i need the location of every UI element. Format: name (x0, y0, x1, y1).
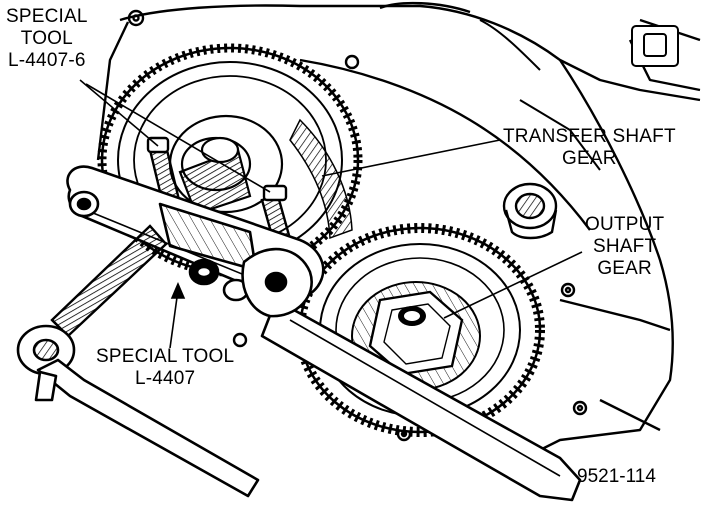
label-line: SHAFT (593, 236, 657, 257)
label-line: GEAR (597, 258, 652, 279)
label-special-tool-l4407: SPECIAL TOOL L-4407 (96, 346, 234, 390)
tool-arm (241, 247, 582, 502)
label-line: GEAR (562, 148, 617, 169)
label-line: L-4407 (134, 368, 196, 389)
label-line: OUTPUT (585, 214, 665, 235)
forcing-screw (50, 224, 168, 338)
case-dowel (502, 182, 558, 240)
leader-lines (79, 79, 583, 349)
label-line: TOOL (20, 28, 73, 49)
t-handle (16, 324, 260, 498)
label-output-shaft-gear: OUTPUT SHAFT GEAR (585, 214, 664, 280)
transmission-case (96, 1, 701, 472)
figure-number: 9521-114 (577, 466, 656, 487)
label-line: TRANSFER SHAFT (503, 126, 676, 147)
label-line: L-4407-6 (8, 50, 86, 71)
label-line: SPECIAL TOOL (96, 346, 235, 367)
case-upper-detail (479, 19, 679, 171)
label-line: SPECIAL (6, 6, 88, 27)
label-special-tool-l4407-6: SPECIAL TOOL L-4407-6 (6, 6, 88, 72)
label-transfer-shaft-gear: TRANSFER SHAFT GEAR (503, 126, 676, 170)
